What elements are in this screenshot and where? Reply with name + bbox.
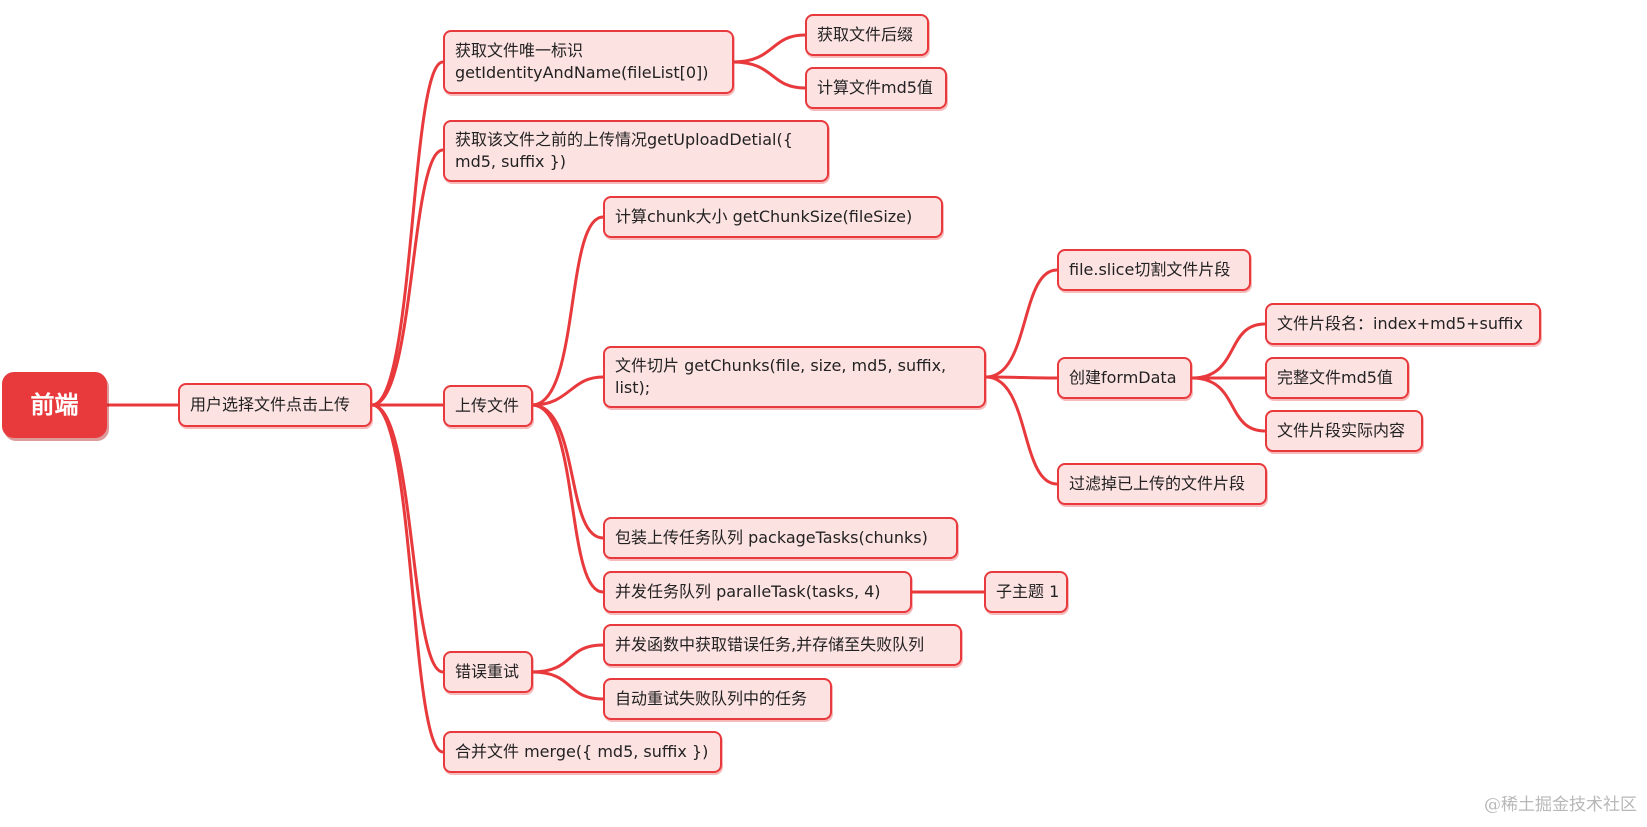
node-fd-content[interactable]: 文件片段实际内容 — [1265, 410, 1423, 452]
node-fd-name[interactable]: 文件片段名：index+md5+suffix — [1265, 303, 1541, 345]
link-level1-identity — [370, 60, 445, 407]
node-filter-uploaded[interactable]: 过滤掉已上传的文件片段 — [1057, 463, 1267, 505]
node-error-retry[interactable]: 错误重试 — [443, 651, 533, 693]
link-level1-history — [370, 148, 445, 407]
node-chunk-size[interactable]: 计算chunk大小 getChunkSize(fileSize) — [603, 196, 943, 238]
node-upload-file[interactable]: 上传文件 — [443, 385, 533, 427]
link-upload-chunks — [530, 375, 605, 407]
node-get-chunks[interactable]: 文件切片 getChunks(file, size, md5, suffix, … — [603, 346, 986, 408]
node-calc-md5[interactable]: 计算文件md5值 — [805, 67, 947, 109]
node-get-upload-detail[interactable]: 获取该文件之前的上传情况getUploadDetial({ md5, suffi… — [443, 120, 829, 182]
root-node[interactable]: 前端 — [2, 372, 107, 438]
link-formdata-content — [1190, 376, 1267, 433]
node-package-tasks[interactable]: 包装上传任务队列 packageTasks(chunks) — [603, 517, 958, 559]
node-subtopic[interactable]: 子主题 1 — [984, 571, 1068, 613]
link-chunks-slice — [984, 268, 1059, 379]
node-get-suffix[interactable]: 获取文件后缀 — [805, 14, 929, 56]
node-user-select-upload[interactable]: 用户选择文件点击上传 — [178, 383, 372, 427]
link-level1-merge — [370, 403, 445, 754]
link-retry-collect — [530, 643, 605, 674]
link-identity-md5 — [731, 60, 807, 90]
link-formdata-name — [1190, 322, 1267, 380]
link-retry-auto — [530, 670, 605, 701]
node-auto-retry[interactable]: 自动重试失败队列中的任务 — [603, 678, 832, 720]
link-upload-chunksize — [530, 215, 605, 407]
node-fd-md5[interactable]: 完整文件md5值 — [1265, 357, 1409, 399]
link-upload-parallel — [530, 403, 605, 594]
node-collect-failed[interactable]: 并发函数中获取错误任务,并存储至失败队列 — [603, 624, 962, 666]
node-file-slice[interactable]: file.slice切割文件片段 — [1057, 249, 1251, 291]
node-create-formdata[interactable]: 创建formData — [1057, 357, 1192, 399]
link-identity-suffix — [731, 33, 807, 64]
node-parallel-task[interactable]: 并发任务队列 paralleTask(tasks, 4) — [603, 571, 912, 613]
link-chunks-filter — [984, 375, 1059, 486]
node-merge-file[interactable]: 合并文件 merge({ md5, suffix }) — [443, 731, 722, 773]
watermark: @稀土掘金技术社区 — [1484, 795, 1637, 815]
node-get-identity[interactable]: 获取文件唯一标识 getIdentityAndName(fileList[0]) — [443, 30, 734, 94]
